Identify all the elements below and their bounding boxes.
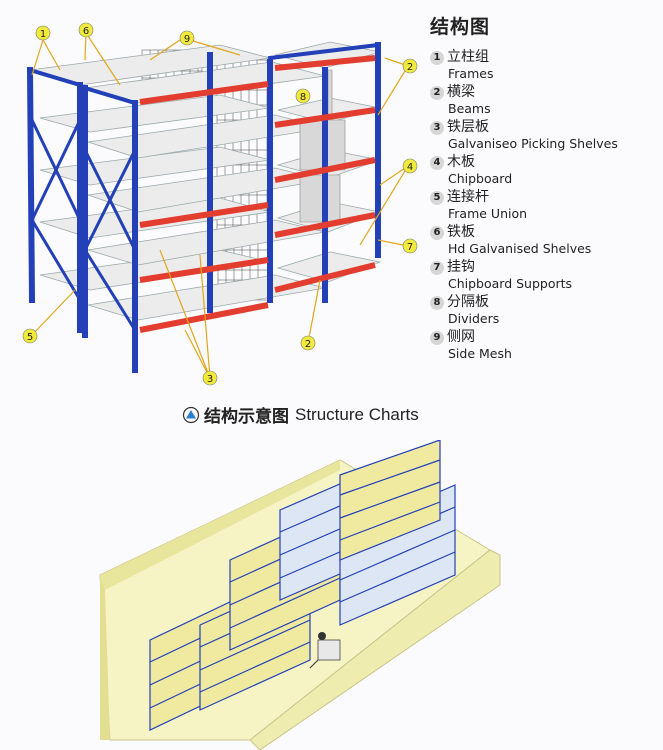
legend-number: 5 (430, 190, 444, 205)
callout-label: 8 (300, 92, 306, 103)
caption-en: Structure Charts (295, 404, 419, 424)
callout-8: 8 (295, 88, 311, 104)
legend-number: 9 (430, 330, 444, 345)
callout-label: 2 (305, 339, 311, 350)
shelving-structure-diagram: 1 6 9 2 8 4 7 5 2 3 (22, 22, 418, 386)
legend-cn-label: 铁层板 (447, 119, 489, 135)
legend-cn-label: 铁板 (447, 224, 475, 240)
rack-rows (149, 440, 456, 731)
callout-1: 1 (35, 25, 51, 41)
caption-cn: 结构示意图 (204, 407, 289, 427)
legend-title: 结构图 (430, 16, 491, 38)
frames (26, 42, 381, 373)
legend-cn-label: 挂钩 (447, 259, 475, 275)
legend-number: 1 (430, 50, 444, 65)
callout-label: 6 (83, 26, 89, 37)
legend-number: 4 (430, 155, 444, 170)
callout-label: 2 (407, 62, 413, 73)
legend-en-label: Chipboard (448, 171, 513, 186)
callout-label: 5 (27, 332, 33, 343)
callout-label: 4 (407, 162, 413, 173)
leader-lines (31, 32, 409, 379)
callout-5: 5 (22, 328, 38, 344)
callout-2-bottom: 2 (300, 335, 316, 351)
callout-label: 9 (184, 34, 190, 45)
warehouse-layout-illustration (99, 440, 501, 750)
callout-label: 3 (207, 374, 213, 385)
legend-number: 7 (430, 260, 444, 275)
legend-number: 6 (430, 225, 444, 240)
legend-en-label: Beams (448, 101, 491, 116)
callout-label: 7 (407, 242, 413, 253)
callout-6: 6 (78, 22, 94, 38)
legend-number: 2 (430, 85, 444, 100)
legend-en-label: Frames (448, 66, 494, 81)
legend-en-label: Frame Union (448, 206, 528, 221)
callout-2-top: 2 (402, 58, 418, 74)
triangle-circle-icon (182, 406, 200, 423)
legend-cn-label: 立柱组 (447, 49, 489, 65)
legend-number: 3 (430, 120, 444, 135)
legend-en-label: Chipboard Supports (448, 276, 573, 291)
beams (139, 55, 376, 333)
callout-4: 4 (402, 158, 418, 174)
figure-caption: 结构示意图 Structure Charts (182, 402, 419, 427)
forklift (309, 632, 341, 669)
callout-9: 9 (179, 30, 195, 46)
legend-cn-label: 侧网 (447, 329, 475, 345)
legend-cn-label: 连接杆 (447, 189, 489, 205)
legend-en-label: Galvaniseo Picking Shelves (448, 136, 618, 151)
legend-en-label: Dividers (448, 311, 500, 326)
callout-7: 7 (402, 238, 418, 254)
legend-cn-label: 分隔板 (447, 294, 489, 310)
legend-en-label: Side Mesh (448, 346, 512, 361)
legend-number: 8 (430, 295, 444, 310)
callout-label: 1 (40, 29, 46, 40)
legend-cn-label: 木板 (447, 154, 475, 170)
legend-cn-label: 横梁 (447, 84, 475, 100)
callout-3: 3 (202, 370, 218, 386)
legend-en-label: Hd Galvanised Shelves (448, 241, 592, 256)
